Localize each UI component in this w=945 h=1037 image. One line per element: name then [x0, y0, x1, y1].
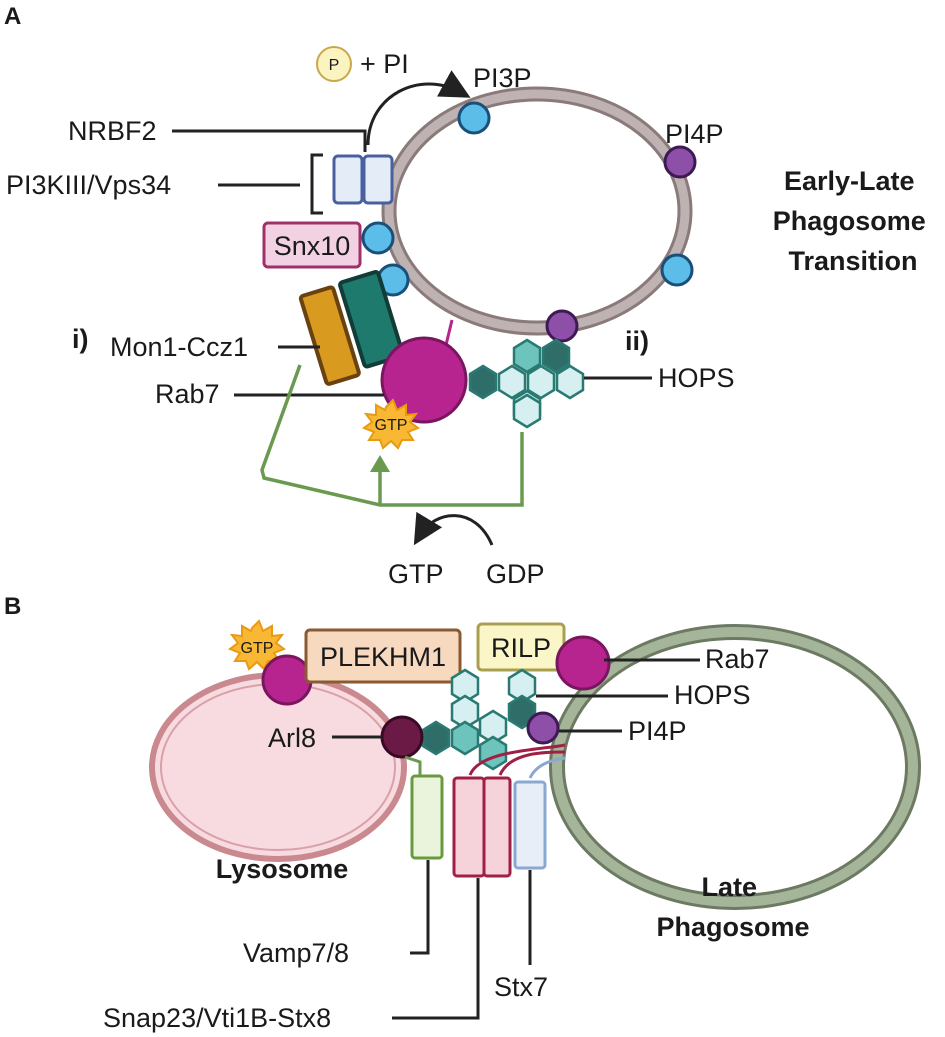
arl8-icon	[380, 715, 424, 759]
pi4p-icon	[663, 145, 697, 179]
title-line: Transition	[788, 246, 917, 276]
nrbf2-block	[362, 154, 394, 205]
gtp-badge-label-a: GTP	[375, 417, 408, 434]
phosphorylation-arrow	[366, 70, 471, 146]
panel-a-letter: A	[4, 3, 21, 30]
mon1-ccz1-label: Mon1-Ccz1	[110, 332, 248, 362]
pi3p-label: PI3P	[473, 63, 532, 93]
hops-label-a: HOPS	[658, 363, 735, 393]
rab7-label-b: Rab7	[705, 644, 770, 674]
hops-label-b: HOPS	[674, 680, 751, 710]
late-line: Phagosome	[656, 912, 809, 942]
gtp-badge-icon	[227, 619, 287, 671]
ccz1-block	[338, 270, 405, 369]
pi4p-label-b: PI4P	[628, 716, 687, 746]
hops-complex-b	[421, 668, 537, 771]
mon1-block	[298, 285, 361, 386]
title-line: Early-Late	[784, 166, 915, 196]
step-i-label: i)	[72, 324, 89, 354]
pi3p-icon	[660, 253, 694, 287]
rab7-icon	[380, 336, 468, 424]
gtp-badge-icon	[361, 398, 421, 450]
feedback-arrow	[260, 364, 524, 507]
title-line: Phagosome	[773, 206, 926, 236]
pi4p-icon	[545, 309, 579, 343]
rab7-icon	[555, 635, 611, 691]
nrbf2-label: NRBF2	[68, 116, 157, 146]
snap23-bar	[452, 776, 486, 878]
vti1b-bar	[482, 776, 512, 878]
rilp-label: RILP	[491, 633, 551, 663]
gtp-label: GTP	[388, 559, 444, 589]
snx10-label: Snx10	[274, 231, 351, 261]
rab7-icon	[261, 654, 313, 706]
snx10-box	[262, 221, 362, 269]
vps34-complex	[332, 154, 364, 205]
lysosome-label: Lysosome	[216, 854, 349, 884]
vamp-bar	[410, 774, 444, 860]
phosphate-icon	[316, 46, 352, 82]
panel-b-letter: B	[4, 593, 21, 620]
arl8-label: Arl8	[268, 723, 316, 753]
vamp-label: Vamp7/8	[243, 938, 349, 968]
rab7-label-a: Rab7	[155, 379, 220, 409]
hops-complex-a	[468, 338, 585, 429]
plekhm1-box	[304, 628, 462, 684]
step-ii-label: ii)	[625, 326, 649, 356]
pi3p-icon	[457, 101, 491, 135]
plus-pi-label: + PI	[360, 49, 409, 79]
pi3kiii-label: PI3KIII/Vps34	[6, 170, 171, 200]
gtp-badge-label-b: GTP	[241, 640, 274, 657]
panel-a-title: Early-Late Phagosome Transition	[773, 166, 934, 276]
late-phagosome-label: Late Phagosome	[656, 872, 809, 942]
pi4p-icon	[526, 711, 560, 745]
gdp-label: GDP	[486, 559, 545, 589]
stx7-bar	[513, 780, 547, 870]
phosphate-label: P	[329, 57, 340, 74]
snap-label: Snap23/Vti1B-Stx8	[103, 1003, 331, 1033]
pi4p-label-a: PI4P	[665, 119, 724, 149]
pi3p-icon	[361, 221, 395, 255]
plekhm1-label: PLEKHM1	[320, 642, 446, 672]
gdp-gtp-arrow	[413, 511, 494, 546]
late-line: Late	[701, 872, 757, 902]
stx7-label: Stx7	[494, 972, 548, 1002]
